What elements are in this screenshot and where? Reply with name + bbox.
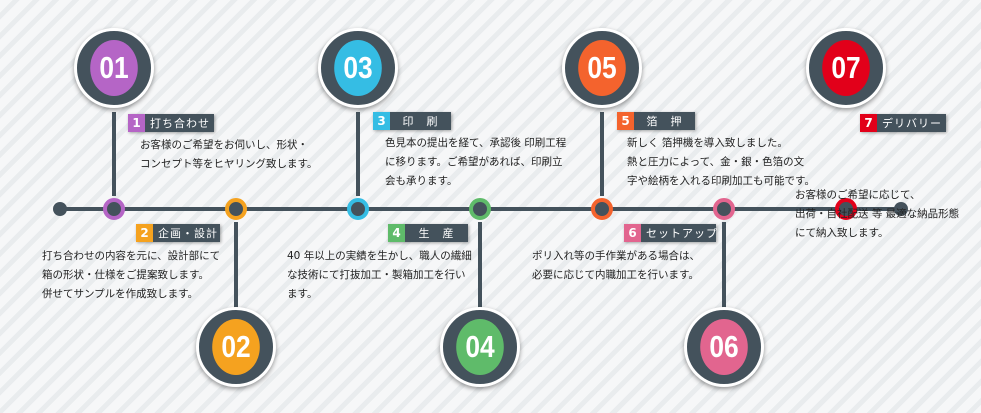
- connector-6: [722, 222, 726, 308]
- timeline-node-2: [225, 198, 247, 220]
- connector-4: [478, 222, 482, 308]
- step-description-5: 新しく 箔押機を導入致しました。 熱と圧力によって、金・銀・色箔の文 字や絵柄を…: [627, 137, 815, 187]
- step-description-1: お客様のご希望をお伺いし、形状・ コンセプト等をヒヤリング致します。: [140, 139, 318, 170]
- step-badge-2: 02: [196, 307, 276, 387]
- step-badge-5: 05: [562, 28, 642, 108]
- step-badge-4: 04: [440, 307, 520, 387]
- timeline-node-1: [103, 198, 125, 220]
- connector-1: [112, 112, 116, 196]
- connector-5: [600, 112, 604, 196]
- step-description-7: お客様のご希望に応じて、 出荷・自社配送 等 最適な納品形態 にて納入致します。: [795, 189, 960, 239]
- step-description-2: 打ち合わせの内容を元に、設計部にて 箱の形状・仕様をご提案致します。 併せてサン…: [42, 250, 221, 300]
- timeline-node-5: [591, 198, 613, 220]
- step-description-6: ポリ入れ等の手作業がある場合は、 必要に応じて内職加工を行います。: [532, 250, 700, 281]
- step-badge-6: 06: [684, 307, 764, 387]
- timeline-node-6: [713, 198, 735, 220]
- step-description-4: 40 年以上の実績を生かし、職人の繊細 な技術にて打抜加工・製箱加工を行い ます…: [287, 250, 472, 300]
- step-description-3: 色見本の提出を経て、承認後 印刷工程 に移ります。ご希望があれば、印刷立 会も承…: [385, 137, 567, 187]
- timeline-node-4: [469, 198, 491, 220]
- timeline-node-7: [835, 198, 857, 220]
- connector-3: [356, 112, 360, 196]
- timeline-node-3: [347, 198, 369, 220]
- connector-2: [234, 222, 238, 308]
- timeline-end-dot: [894, 202, 908, 216]
- step-badge-7: 07: [806, 28, 886, 108]
- timeline-start-dot: [53, 202, 67, 216]
- step-badge-3: 03: [318, 28, 398, 108]
- step-badge-1: 01: [74, 28, 154, 108]
